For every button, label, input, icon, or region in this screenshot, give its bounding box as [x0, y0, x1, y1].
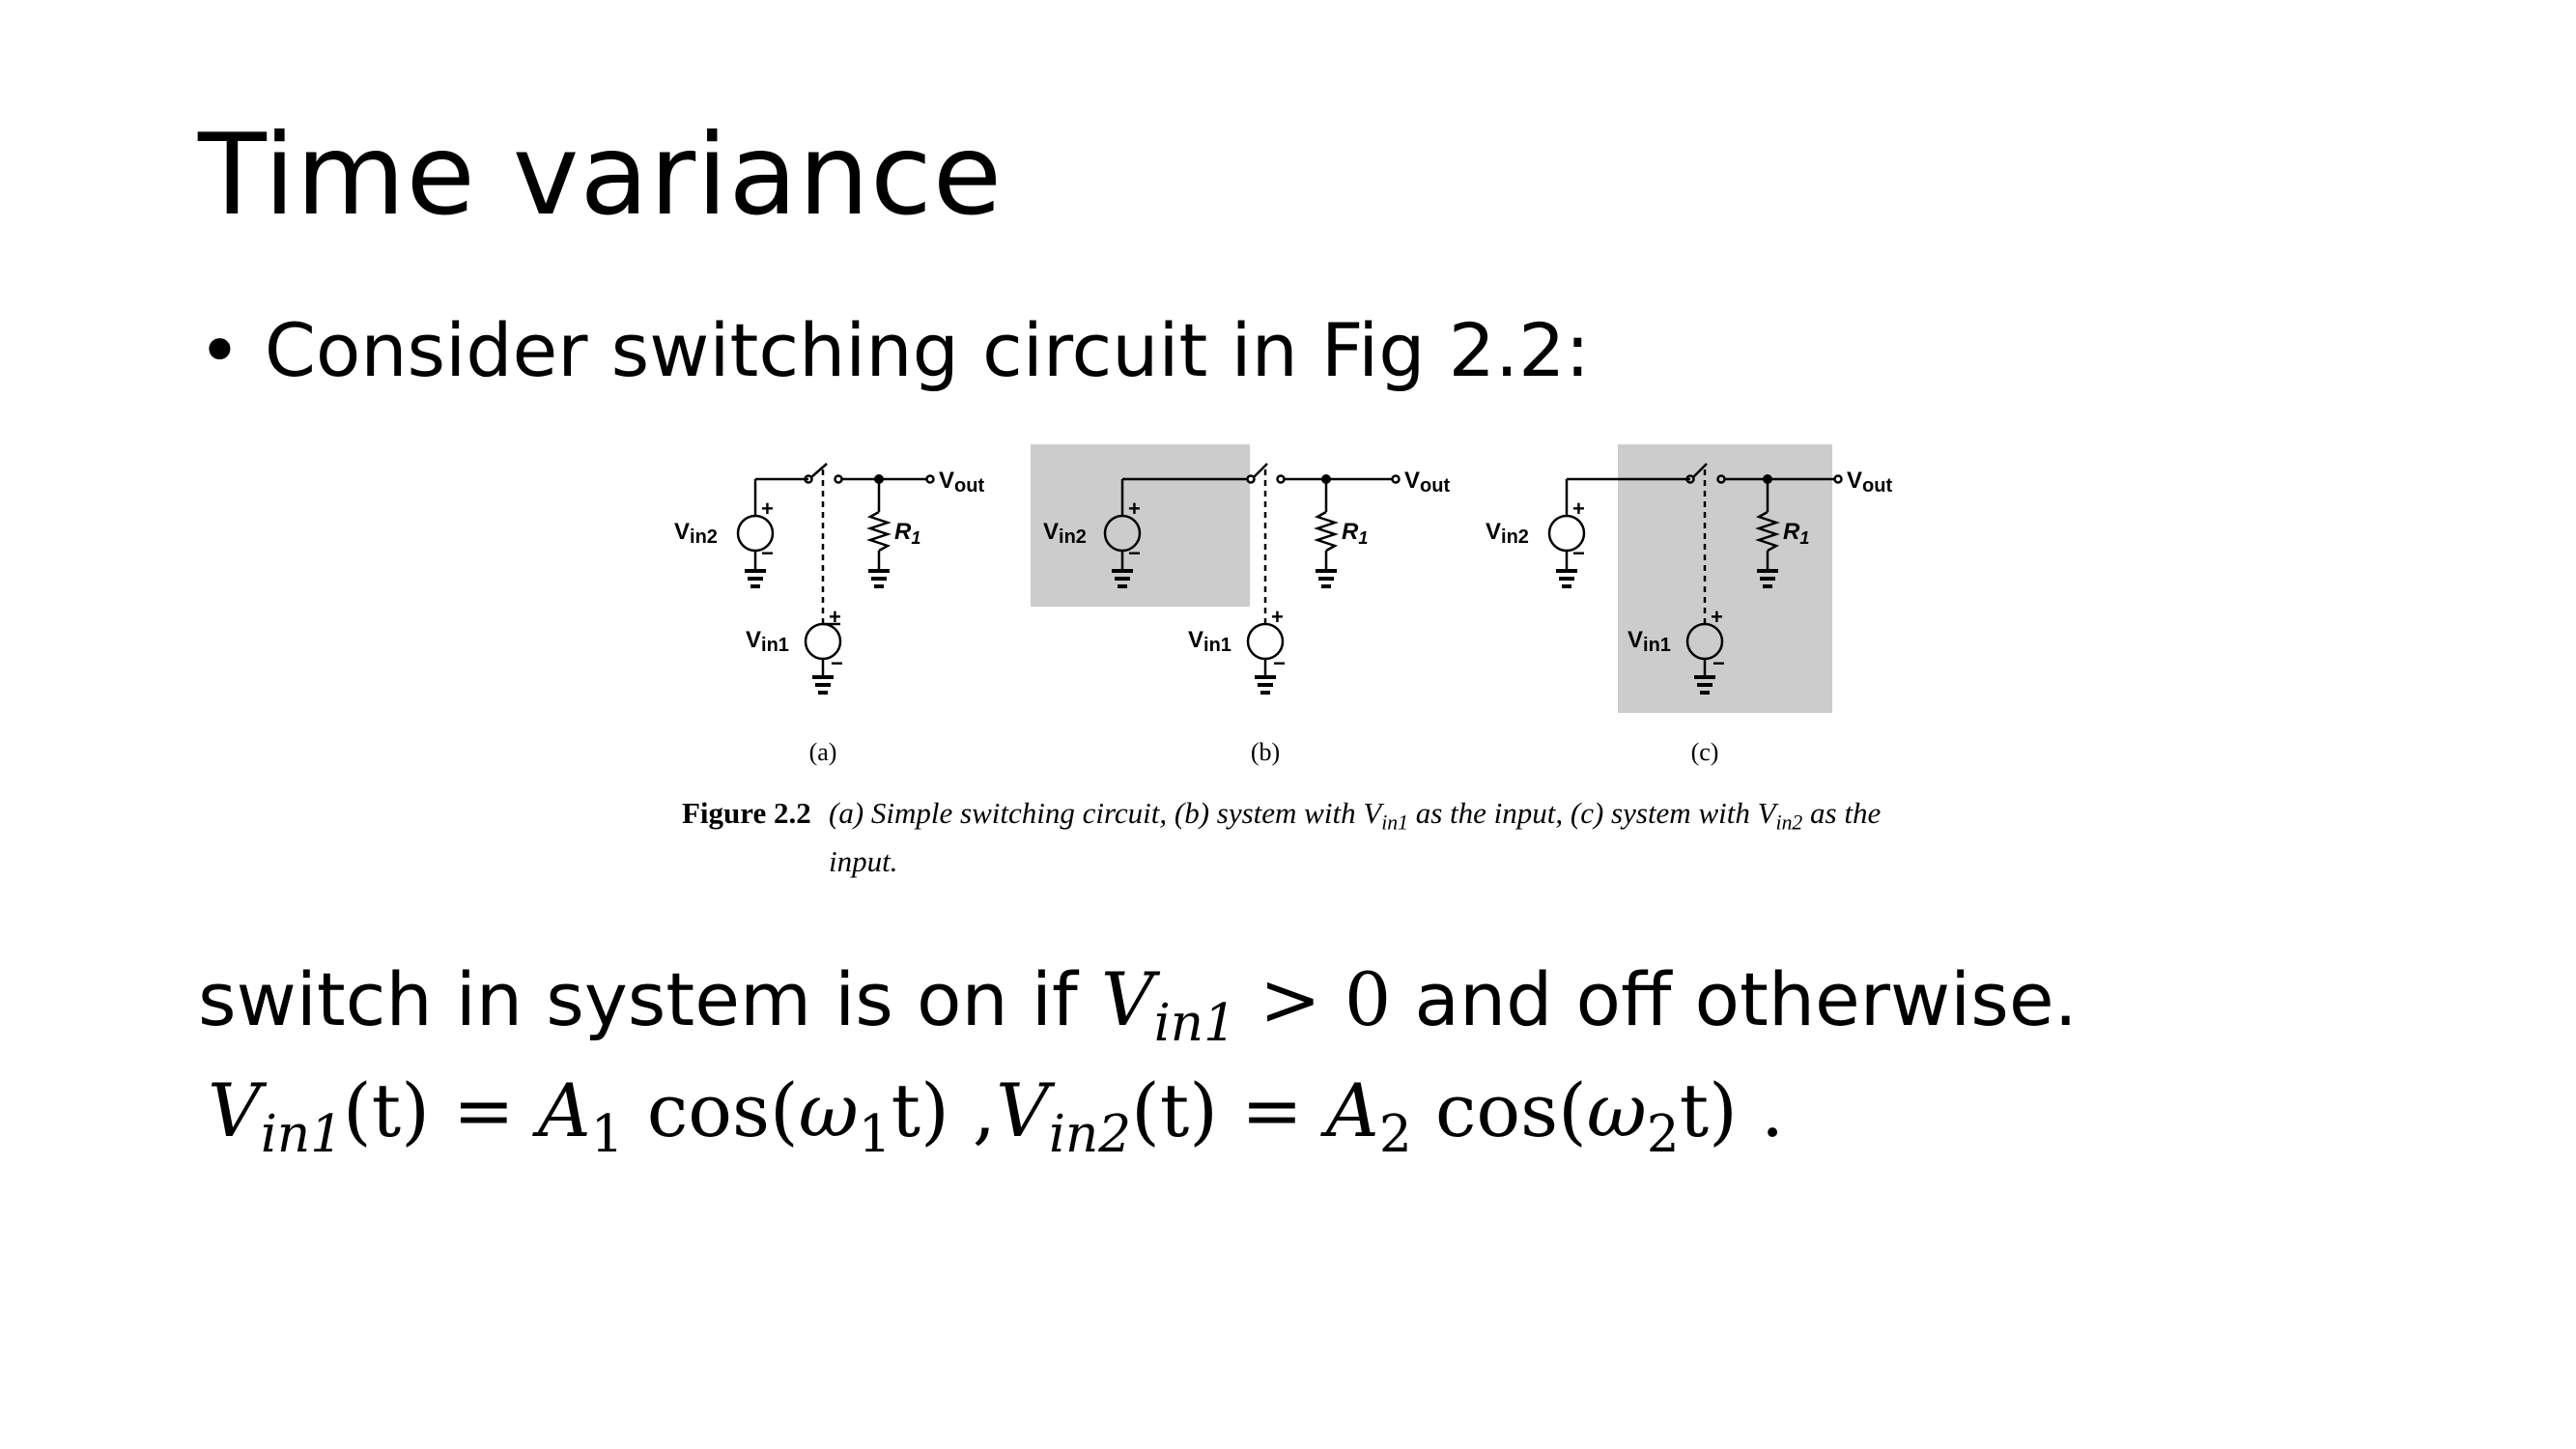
minus-sign: −	[1572, 541, 1585, 565]
bullet-text: Consider switching circuit in Fig 2.2:	[264, 307, 1591, 393]
plus-sign: +	[1572, 497, 1585, 521]
r1-label-c: R1	[1783, 519, 1809, 548]
slide-title: Time variance	[198, 110, 1004, 241]
panel-a-label: (a)	[809, 738, 837, 766]
plus-sign: +	[1271, 605, 1284, 629]
ground-icon	[1112, 569, 1337, 695]
ground-icon	[1556, 569, 1778, 695]
vin2-label-c: Vin2	[1486, 519, 1529, 548]
ground-icon	[745, 569, 890, 695]
panel-b-shade	[1031, 444, 1250, 607]
plus-sign: +	[829, 605, 841, 629]
vin1-label-c: Vin1	[1628, 627, 1671, 656]
panel-b-label: (b)	[1251, 738, 1280, 766]
panel-a-circuit	[736, 463, 935, 676]
vout-label-b: Vout	[1404, 468, 1450, 497]
vout-label-c: Vout	[1847, 468, 1892, 497]
caption-label: Figure 2.2	[682, 796, 811, 830]
panel-c-circuit	[1547, 463, 1843, 676]
vin2-label-b: Vin2	[1043, 519, 1087, 548]
minus-sign: −	[1713, 651, 1725, 675]
vin2-label-a: Vin2	[674, 519, 718, 548]
figure-2-2: Vin2 + − Vin1 + − R1 Vout Vin2 + − Vin1 …	[666, 435, 1941, 889]
minus-sign: −	[761, 541, 774, 565]
panel-b-circuit	[1103, 463, 1401, 676]
minus-sign: −	[831, 651, 843, 675]
plus-sign: +	[761, 497, 774, 521]
vin1-label-b: Vin1	[1188, 627, 1231, 656]
switch-condition-text: switch in system is on if Vin1 > 0 and o…	[198, 956, 2078, 1053]
caption-text: (a) Simple switching circuit, (b) system…	[829, 796, 1882, 878]
bullet-item: • Consider switching circuit in Fig 2.2:	[198, 307, 1590, 394]
bullet-dot: •	[198, 307, 241, 393]
r1-label-b: R1	[1342, 519, 1368, 548]
circuit-diagram: Vin2 + − Vin1 + − R1 Vout Vin2 + − Vin1 …	[674, 444, 1892, 766]
plus-sign: +	[1128, 497, 1141, 521]
vout-label-a: Vout	[939, 468, 984, 497]
panel-c-shade	[1618, 444, 1832, 713]
panel-c-label: (c)	[1691, 738, 1719, 766]
vin1-label-a: Vin1	[746, 627, 789, 656]
plus-sign: +	[1711, 605, 1723, 629]
minus-sign: −	[1128, 541, 1141, 565]
minus-sign: −	[1273, 651, 1286, 675]
r1-label-a: R1	[894, 519, 920, 548]
input-equations: Vin1(t) = A1 cos(ω1t) ,Vin2(t) = A2 cos(…	[208, 1067, 1785, 1164]
